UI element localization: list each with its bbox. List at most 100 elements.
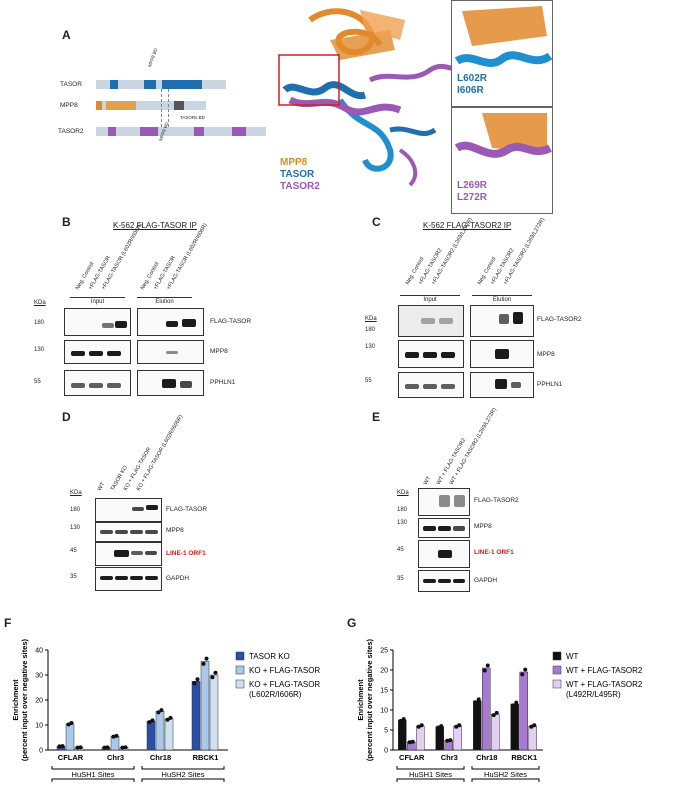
e-row-line1-orf1: LINE-1 ORF1 [474,549,514,556]
f-bar-0-1 [65,723,75,751]
g-dot-0-2-a [416,724,421,729]
c-mw-180: 180 [365,327,376,333]
inset-tasor2-mutation-2: L272R [457,192,488,203]
b-row-mpp8: MPP8 [210,348,228,355]
tasors-bd-label: TASORs BD [180,115,205,120]
g-bar-2-1 [482,667,491,751]
e-row-mpp8: MPP8 [474,523,492,530]
tasor-bar [96,80,226,89]
d-blot-line1 [95,542,162,566]
panel-b-title: K-562 FLAG-TASOR IP [113,221,197,230]
g-dot-2-2-b [494,710,499,715]
g-dot-1-1-a [445,738,450,743]
f-bar-2-1 [155,711,165,751]
g-dot-1-2-b [457,723,462,728]
e-row-gapdh: GAPDH [474,577,498,584]
f-dot-2-2-a [165,717,170,722]
c-row-mpp8: MPP8 [537,351,555,358]
f-ytick-label-1: 10 [35,723,43,730]
g-dot-0-1-a [407,740,412,745]
f-dot-1-1-a [111,734,116,739]
f-dot-2-0-b [150,718,155,723]
b-group-input: Input [90,299,105,305]
b-blot-input-2 [64,340,131,364]
g-dot-3-0-b [514,700,519,705]
g-legend-label-2: WT + FLAG-TASOR2 [566,680,643,689]
f-dot-3-0-a [192,681,197,686]
g-legend-label-0: WT [566,652,579,661]
panel-c-title: K-562 FLAG-TASOR2 IP [423,221,512,230]
f-dot-0-0-a [57,744,62,749]
f-dot-1-0-b [105,745,110,750]
f-xtick-label-2: Chr18 [150,753,171,762]
d-blot-flag [95,498,162,522]
g-ytick-label-4: 20 [380,668,388,675]
e-kda: KDa [397,490,409,496]
b-row-pphln1: PPHLN1 [210,379,236,386]
d-blot-mpp8 [95,522,162,542]
c-row-flag-tasor2: FLAG-TASOR2 [537,316,582,323]
d-mw-180: 180 [70,507,81,513]
c-group-input: Input [423,297,437,303]
b-blot-input-3 [64,370,131,396]
f-ylabel: Enrichment [11,679,20,721]
f-group-bracket-0 [51,766,135,770]
f-dot-1-2-b [123,745,128,750]
d-lane-1: WT [96,481,107,492]
g-bar-1-0 [435,726,444,751]
g-dot-0-0-a [398,718,403,723]
f-xtick-label-1: Chr3 [107,753,124,762]
g-group-bracket-0 [396,766,465,770]
g-xtick-label-3: RBCK1 [511,753,537,762]
d-mw-35: 35 [70,574,77,580]
f-dot-3-1-b [204,656,209,661]
f-group-label-0: HuSH1 Sites [72,770,115,779]
g-dot-1-1-b [448,738,453,743]
f-dot-1-2-a [120,745,125,750]
g-xtick-label-2: Chr18 [476,753,497,762]
f-dot-2-1-b [159,708,164,713]
g-group-label-0: HuSH1 Sites [409,770,452,779]
e-blot-flag [418,488,470,516]
d-mw-45: 45 [70,548,77,554]
inset-tasor-mutation-1: L602R [457,73,488,84]
d-row-flag-tasor: FLAG-TASOR [166,506,208,513]
b-row-flag-tasor: FLAG-TASOR [210,318,252,325]
f-legend-label-2-b: (L602R/I606R) [249,690,302,699]
mpp8-bar [96,101,206,110]
mpp8-ribbon [308,8,405,60]
g-ytick-label-1: 5 [384,728,388,735]
g-group-bracket-bottom-0 [396,778,465,782]
b-mw-180: 180 [34,320,45,326]
g-dot-2-0-b [476,697,481,702]
mpp8-bd-label: MPP8 BD [147,47,159,68]
protein-structure [278,8,460,187]
f-dot-2-0-a [147,720,152,725]
tasor-ribbon [282,81,437,172]
f-legend-swatch-2 [235,679,245,689]
g-ytick-label-0: 0 [384,748,388,755]
f-legend-label-0: TASOR KO [249,652,290,661]
structure-legend: MPP8 TASOR TASOR2 [280,157,320,193]
g-ytick-label-2: 10 [380,708,388,715]
f-bar-2-0 [146,721,156,751]
f-dot-0-2-a [75,745,80,750]
e-blot-gapdh [418,570,470,592]
f-xtick-label-3: RBCK1 [193,753,219,762]
g-bar-1-2 [453,725,462,751]
e-mw-180: 180 [397,507,408,513]
f-legend-label-2: KO + FLAG-TASOR [249,680,320,689]
g-ylabel-2: (percent input over negative sites) [365,638,374,761]
f-group-label-1: HuSH2 Sites [162,770,205,779]
g-group-label-1: HuSH2 Sites [484,770,527,779]
interaction-dashes [161,89,169,127]
g-bar-0-0 [398,719,407,751]
g-bar-2-2 [491,713,500,751]
inset-tasor2: L269R L272R [451,107,553,214]
g-dot-3-0-a [511,703,516,708]
f-ytick-label-4: 40 [35,648,43,655]
g-dot-2-0-a [473,700,478,705]
d-row-mpp8: MPP8 [166,527,184,534]
